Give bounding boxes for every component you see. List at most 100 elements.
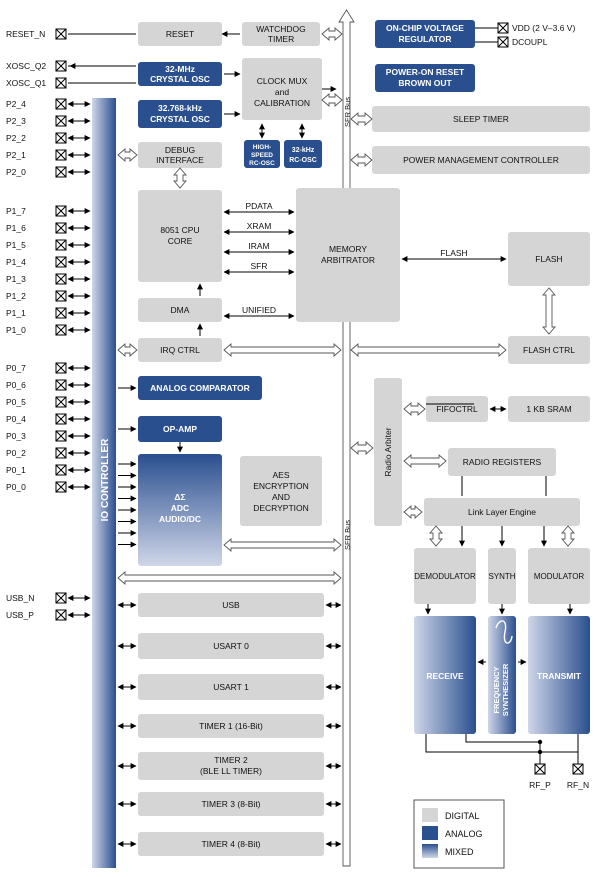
pin-p0-3: P0_3	[6, 430, 91, 442]
aes-label-3: AND	[272, 492, 290, 502]
reset-block: RESET	[138, 22, 222, 46]
analog-comp-label: ANALOG COMPARATOR	[150, 383, 250, 393]
rf-pins: RF_P RF_N	[529, 763, 589, 790]
adc-block: ΔΣ ADC AUDIO/DC	[138, 454, 222, 566]
voltage-regulator-block: ON-CHIP VOLTAGE REGULATOR	[375, 20, 475, 48]
opamp-label: OP-AMP	[163, 424, 197, 434]
pin-p0-7-label: P0_7	[6, 363, 26, 373]
flash-flashctrl-connector	[542, 287, 556, 335]
pmc-block: POWER MANAGEMENT CONTROLLER	[372, 146, 590, 174]
sfr-bus-label-bottom: SFR Bus	[343, 520, 352, 550]
cpu-label-1: 8051 CPU	[160, 225, 199, 235]
sram-label: 1 KB SRAM	[526, 404, 571, 414]
radio-registers-block: RADIO REGISTERS	[448, 448, 556, 476]
flash-link: FLASH	[401, 248, 507, 262]
radio-registers-label: RADIO REGISTERS	[463, 457, 542, 467]
watchdog-timer-block: WATCHDOG TIMER	[242, 22, 320, 46]
pin-reset-n: RESET_N	[6, 28, 90, 40]
dma-label: DMA	[171, 305, 190, 315]
memory-bus-links: PDATA XRAM IRAM SFR UNIFIED FLASH	[117, 31, 579, 847]
pin-p1-5: P1_5	[6, 239, 91, 251]
pin-reset-n-label: RESET_N	[6, 29, 45, 39]
demodulator-block: DEMODULATOR	[414, 548, 476, 604]
pin-p1-7-label: P1_7	[6, 206, 26, 216]
lle-demod-connector	[429, 525, 443, 547]
cpu-label-2: CORE	[168, 236, 193, 246]
hsrc-label-3: RC-OSC	[249, 160, 275, 167]
demod-label: DEMODULATOR	[414, 572, 476, 581]
por-label-2: BROWN OUT	[398, 78, 452, 88]
flash-block: FLASH	[508, 232, 590, 286]
clock-mux-block: CLOCK MUX and CALIBRATION	[242, 58, 322, 120]
debug-label-1: DEBUG	[165, 145, 195, 155]
flash-link-label: FLASH	[440, 248, 467, 258]
dma-block: DMA	[138, 298, 222, 322]
pin-xosc-q1-label: XOSC_Q1	[6, 78, 46, 88]
timer1-block: TIMER 1 (16-Bit)	[138, 714, 324, 738]
mem-label-2: ARBITRATOR	[321, 255, 375, 265]
irq-label: IRQ CTRL	[160, 345, 200, 355]
vreg-pins: VDD (2 V–3.6 V) DCOUPL	[475, 22, 575, 48]
iram-link: IRAM	[223, 241, 295, 255]
pdata-link: PDATA	[223, 201, 295, 215]
pin-p1-7: P1_7	[6, 205, 91, 217]
pin-p2-3: P2_3	[6, 115, 91, 127]
sfr-bus-label-top: SFR Bus	[343, 97, 352, 127]
debug-label-2: INTERFACE	[156, 155, 204, 165]
pmc-bus-connector	[350, 153, 373, 167]
flash-label: FLASH	[535, 254, 562, 264]
timer3-block: TIMER 3 (8-Bit)	[138, 792, 324, 816]
flash-ctrl-label: FLASH CTRL	[523, 345, 575, 355]
dcoupl-pin	[497, 36, 509, 48]
pin-p0-4-label: P0_4	[6, 414, 26, 424]
pin-p2-2-label: P2_2	[6, 133, 26, 143]
adc-input-arrows	[118, 461, 137, 548]
pin-usb-p-label: USB_P	[6, 610, 34, 620]
pin-p1-0-label: P1_0	[6, 325, 26, 335]
unified-link: UNIFIED	[223, 305, 295, 319]
pin-p2-2: P2_2	[6, 132, 91, 144]
aes-block: AES ENCRYPTION AND DECRYPTION	[240, 456, 322, 526]
clockmux-label-2: and	[275, 87, 289, 97]
transmit-block: TRANSMIT	[528, 616, 590, 734]
rf-n-label: RF_N	[567, 780, 589, 790]
rf-p-label: RF_P	[529, 780, 551, 790]
sleep-timer-label: SLEEP TIMER	[453, 114, 509, 124]
link-layer-engine-block: Link Layer Engine	[424, 498, 580, 526]
timer3-label: TIMER 3 (8-Bit)	[201, 799, 260, 809]
debug-cpu-connector	[173, 167, 187, 189]
pin-column: RESET_NXOSC_Q2XOSC_Q1P2_4P2_3P2_2P2_1P2_…	[6, 28, 136, 621]
receive-label: RECEIVE	[426, 671, 464, 681]
arbiter-regs-connector	[403, 454, 447, 468]
pin-p0-1: P0_1	[6, 464, 91, 476]
pin-p2-4: P2_4	[6, 98, 91, 110]
pin-p1-1-label: P1_1	[6, 308, 26, 318]
power-on-reset-block: POWER-ON RESET BROWN OUT	[375, 64, 475, 92]
rf-p-pin	[534, 763, 546, 775]
vreg-label-1: ON-CHIP VOLTAGE	[386, 23, 464, 33]
pin-p1-3-label: P1_3	[6, 274, 26, 284]
pin-p1-5-label: P1_5	[6, 240, 26, 250]
pin-p0-5: P0_5	[6, 396, 91, 408]
pin-usb-n-label: USB_N	[6, 593, 34, 603]
pin-p1-4: P1_4	[6, 256, 91, 268]
usart1-block: USART 1	[138, 674, 324, 700]
pin-p0-3-label: P0_3	[6, 431, 26, 441]
frequency-synthesizer-block: FREQUENCY SYNTHESIZER	[488, 616, 516, 734]
rc-osc-32khz: 32-kHz RC-OSC	[284, 140, 322, 168]
watchdog-label-2: TIMER	[268, 34, 294, 44]
sine-wave-icon	[495, 620, 513, 644]
synth-block: SYNTH	[488, 548, 516, 604]
legend-analog: ANALOG	[445, 829, 483, 839]
io-irq-connector	[117, 343, 138, 357]
reset-label: RESET	[166, 29, 194, 39]
pin-p2-1: P2_1	[6, 149, 91, 161]
fifoctrl-block: FIFOCTRL	[426, 396, 488, 422]
rc32k-label-1: 32-kHz	[292, 147, 315, 154]
vdd-label: VDD (2 V–3.6 V)	[512, 23, 575, 33]
pin-p1-2: P1_2	[6, 290, 91, 302]
bus-connectors	[117, 27, 575, 585]
peripheral-arrows	[117, 385, 342, 847]
aes-label-4: DECRYPTION	[253, 503, 309, 513]
